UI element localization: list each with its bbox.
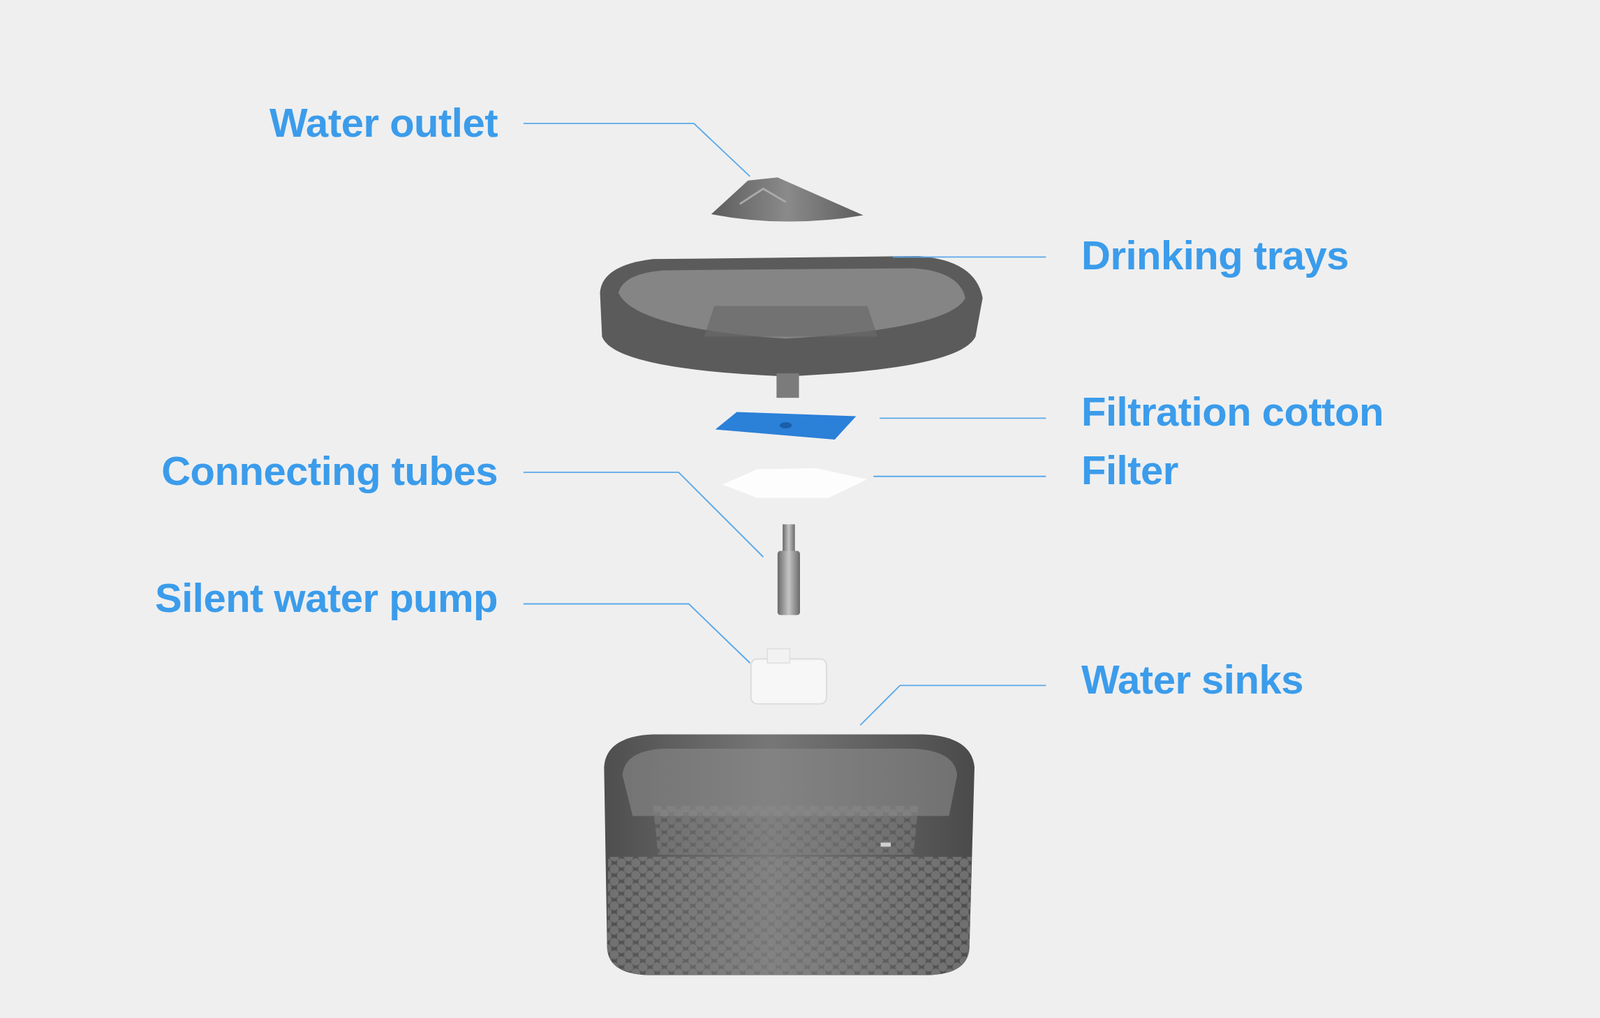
part-label: Water sinks (1081, 659, 1304, 701)
tray-floor (704, 306, 878, 338)
outlet-cone (711, 177, 864, 222)
pump-nozzle (767, 649, 790, 664)
leader-line (873, 476, 1046, 478)
part-label: Silent water pump (154, 578, 498, 619)
leader-line (523, 472, 764, 558)
tray-body (600, 256, 983, 377)
leader-line (892, 256, 1046, 258)
tube-top (782, 524, 796, 553)
tube-body (777, 550, 800, 616)
filter-plate (722, 468, 868, 498)
leader-line (523, 123, 751, 177)
part-label: Filter (1081, 450, 1179, 491)
part-label: Drinking trays (1081, 235, 1349, 276)
pump-body (751, 658, 827, 704)
part-label: Water outlet (269, 102, 498, 144)
cotton-pad (715, 412, 857, 440)
part-label: Connecting tubes (161, 450, 498, 492)
part-label: Filtration cotton (1081, 391, 1384, 433)
leader-line (523, 603, 751, 664)
sink-body (603, 735, 975, 976)
leader-lines (523, 123, 1046, 727)
outlet-slot (739, 188, 787, 204)
leader-line (879, 417, 1046, 419)
tray-rim (618, 268, 966, 339)
sink-texture (607, 857, 972, 976)
sink-inner-texture (653, 806, 919, 856)
cotton-hole (779, 422, 793, 429)
tray-stem (776, 373, 799, 398)
sink-mark (880, 843, 891, 848)
leader-line (860, 685, 1046, 726)
